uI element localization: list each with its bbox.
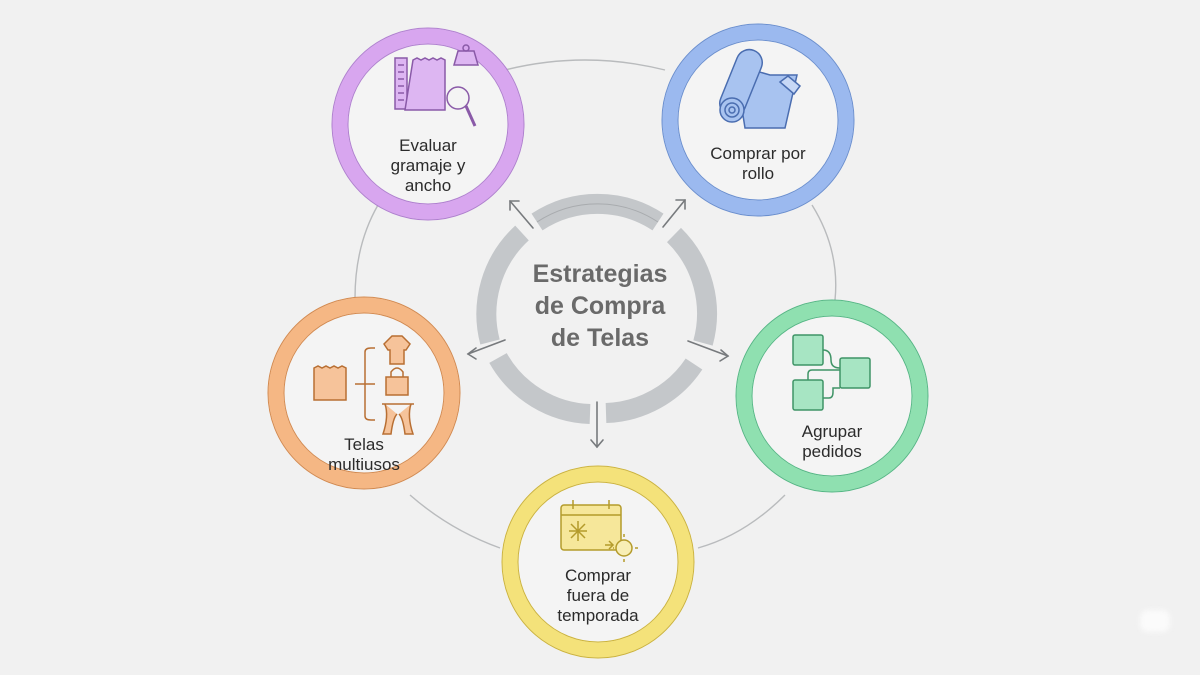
hub-title: Estrategias de Compra de Telas [532,260,668,352]
fabric-roll-price-tag-icon [719,48,802,129]
calendar-snowflake-to-sun-icon [560,500,638,562]
grouped-boxes-icon [792,334,871,411]
hub-ring-outline [536,203,659,223]
orbit-connectors [354,59,837,549]
fabric-to-clothes-bag-curtains-icon [313,335,415,435]
hub-arrows [466,199,730,449]
ruler-fabric-weight-magnifier-icon [394,44,479,127]
watermark-sparkle-icon [1140,610,1170,632]
